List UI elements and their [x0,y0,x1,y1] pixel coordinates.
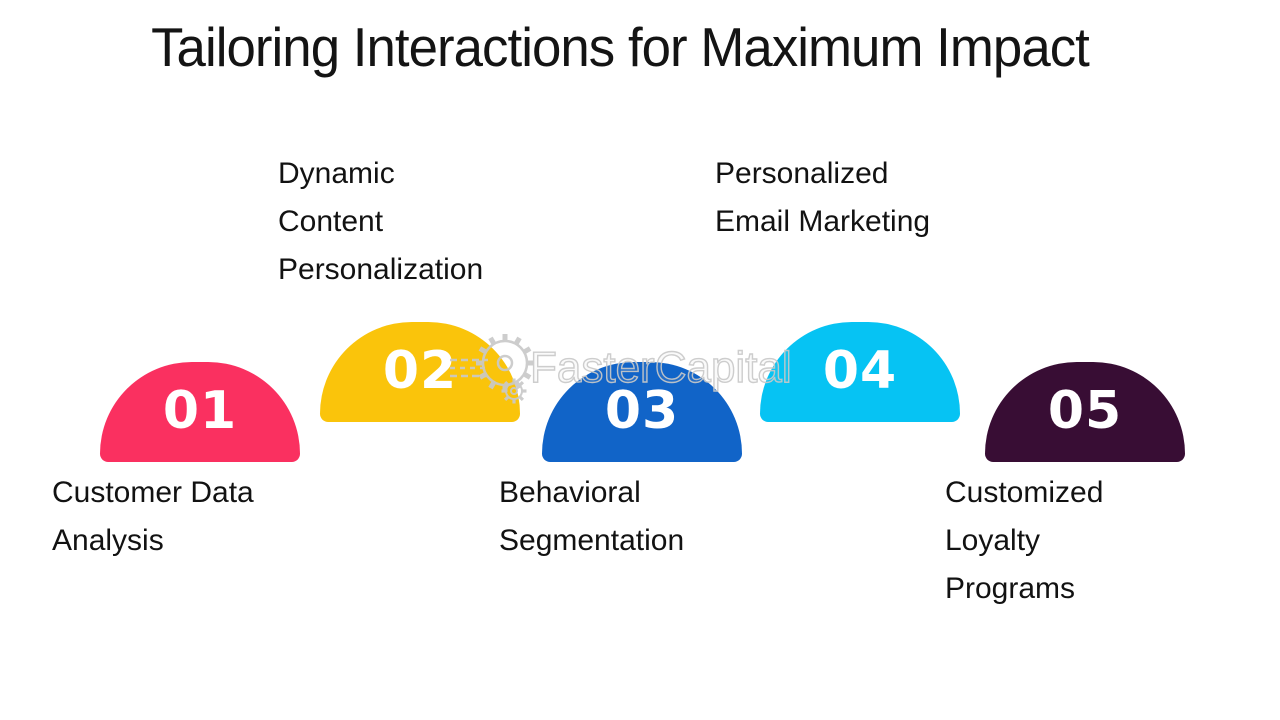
step-01-shape: 01 [100,362,300,462]
step-number: 03 [604,381,680,441]
step-number: 01 [162,381,238,441]
step-number: 05 [1047,381,1123,441]
step-01-label: Customer Data Analysis [52,476,254,557]
step-04-label: Personalized Email Marketing [715,157,931,238]
step-04-shape: 04 [760,322,960,422]
step-02-shape: 02 [320,322,520,422]
step-number: 04 [822,341,898,401]
step-02-label: Dynamic Content Personalization [278,157,484,286]
step-number: 02 [382,341,458,401]
step-03-shape: 03 [542,362,742,462]
step-05-label: Customized Loyalty Programs [945,476,1104,605]
page-title: Tailoring Interactions for Maximum Impac… [151,16,1090,78]
step-03-label: Behavioral Segmentation [499,476,685,557]
step-05-shape: 05 [985,362,1185,462]
